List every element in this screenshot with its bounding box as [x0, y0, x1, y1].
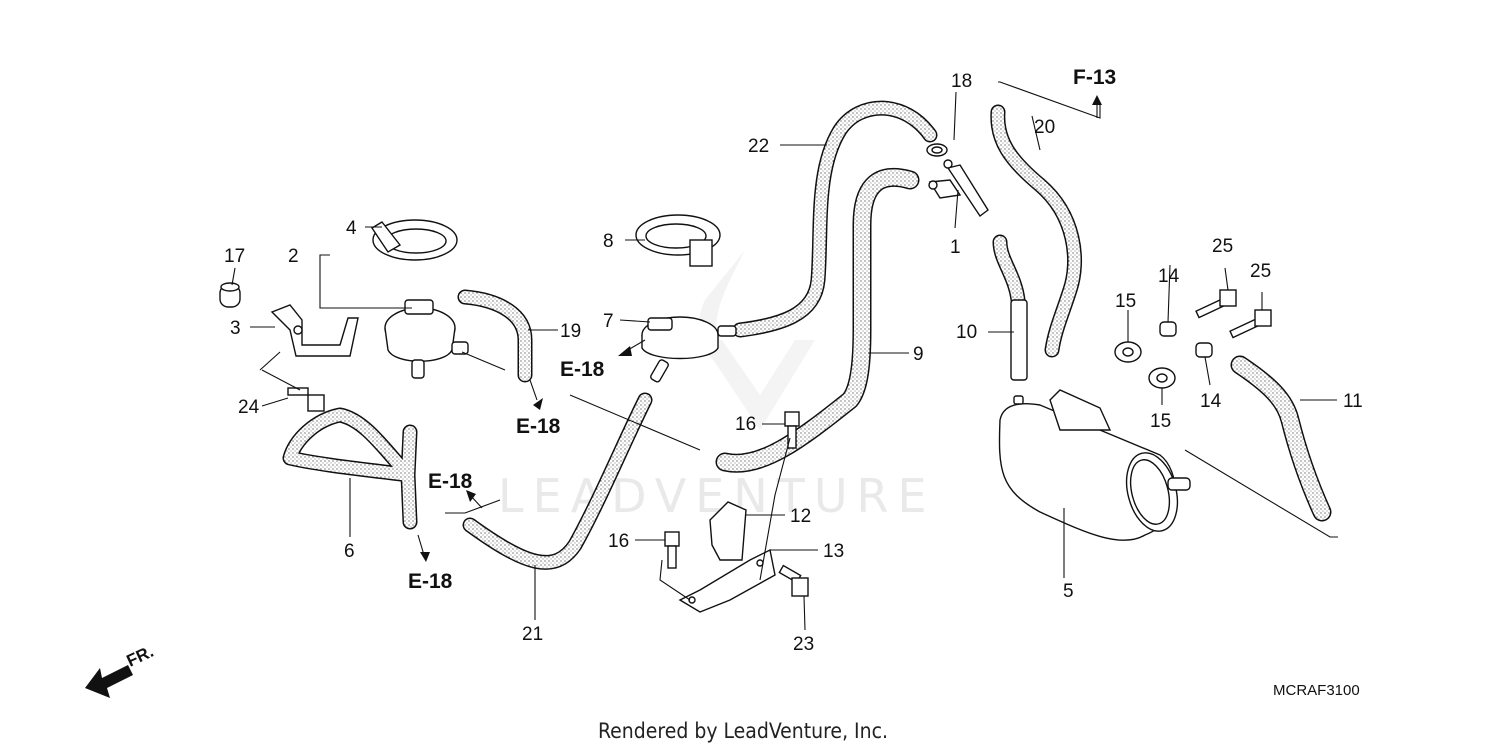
part-14-collar-b	[1195, 342, 1213, 358]
part-8-band	[635, 214, 721, 267]
callout-7: 7	[603, 311, 614, 332]
callout-14-b: 14	[1200, 391, 1222, 412]
part-1-joint	[928, 159, 989, 218]
part-3-bracket	[270, 304, 359, 357]
callout-25-a: 25	[1212, 236, 1233, 257]
hose-11	[1230, 355, 1332, 522]
part-25-bolt-b	[1229, 309, 1272, 339]
callout-15-b: 15	[1150, 411, 1171, 432]
part-7-valve	[641, 316, 737, 383]
callout-5: 5	[1063, 581, 1074, 602]
part-25-bolt-a	[1195, 289, 1237, 319]
callout-3: 3	[230, 318, 241, 339]
callout-8: 8	[603, 231, 614, 252]
callout-14-a: 14	[1158, 266, 1180, 287]
footer-credit: Rendered by LeadVenture, Inc.	[598, 719, 888, 743]
callout-24: 24	[238, 397, 260, 418]
part-17-grommet	[219, 282, 241, 308]
callout-15-a: 15	[1115, 291, 1136, 312]
ref-e18-b: E-18	[560, 358, 605, 381]
callout-23: 23	[793, 634, 814, 655]
front-direction-arrow	[85, 665, 133, 698]
hose-21	[462, 392, 653, 570]
part-4-band	[371, 219, 458, 261]
hose-6	[282, 407, 418, 530]
ref-e18-a: E-18	[516, 415, 561, 438]
callout-2: 2	[288, 246, 299, 267]
hose-22	[732, 100, 938, 338]
ref-e18-d: E-18	[408, 570, 453, 593]
callout-13: 13	[823, 541, 844, 562]
callout-16-a: 16	[735, 414, 756, 435]
callout-11: 11	[1343, 391, 1363, 412]
callout-18: 18	[951, 71, 972, 92]
callout-16-b: 16	[608, 531, 629, 552]
part-5-canister	[998, 389, 1191, 541]
callout-10: 10	[956, 322, 977, 343]
part-15-grommet-a	[1114, 341, 1142, 363]
part-2-valve	[384, 299, 469, 379]
leader-lines	[231, 81, 1338, 631]
callout-21: 21	[522, 624, 543, 645]
callout-4: 4	[346, 218, 357, 239]
callout-19: 19	[560, 321, 581, 342]
callout-25-b: 25	[1250, 261, 1271, 282]
part-24-bolt	[287, 387, 325, 412]
ref-f13: F-13	[1073, 66, 1116, 89]
part-16-bolt-a	[784, 411, 800, 449]
ref-e18-c: E-18	[428, 470, 473, 493]
hose-10	[992, 234, 1028, 381]
callout-20: 20	[1034, 117, 1055, 138]
part-15-grommet-b	[1148, 367, 1176, 389]
callout-17: 17	[224, 246, 245, 267]
callout-22: 22	[748, 136, 769, 157]
hose-9	[715, 167, 920, 473]
part-16-bolt-b	[664, 531, 680, 569]
callout-1: 1	[950, 237, 961, 258]
part-23-bolt	[778, 564, 809, 597]
part-13-bracket	[678, 548, 776, 613]
part-12-bracket	[709, 501, 747, 561]
part-14-collar-a	[1159, 321, 1177, 337]
hose-20	[990, 104, 1082, 358]
watermark-text: LEADVENTURE	[498, 469, 936, 523]
hose-19	[457, 289, 533, 383]
reference-arrows	[417, 95, 1102, 562]
callout-12: 12	[790, 506, 811, 527]
callout-6: 6	[344, 541, 355, 562]
callout-9: 9	[913, 344, 924, 365]
part-18-clip	[926, 143, 948, 157]
diagram-code: MCRAF3100	[1273, 682, 1360, 699]
